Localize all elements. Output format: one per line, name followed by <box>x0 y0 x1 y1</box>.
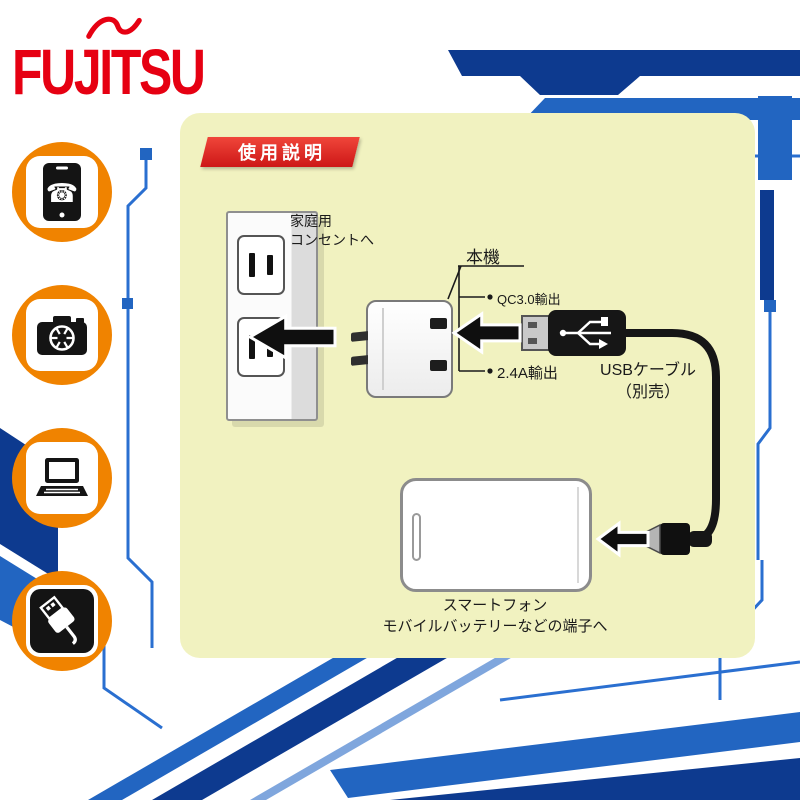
outlet-socket <box>237 235 285 295</box>
laptop-icon <box>36 458 88 496</box>
charger-usb-port <box>430 360 447 371</box>
usage-banner-text: 使用説明 <box>238 143 326 163</box>
phone-button <box>412 513 421 561</box>
camera-icon <box>37 316 87 355</box>
micro-usb-connector <box>643 523 712 555</box>
usage-banner: 使用説明 <box>200 137 360 167</box>
arrow-into-charger <box>454 314 520 352</box>
outlet-slot <box>249 253 255 277</box>
fujitsu-logo-text: FUJITSU <box>12 36 206 108</box>
arrow-into-phone <box>598 523 648 554</box>
a24-bullet <box>487 368 493 374</box>
instruction-panel: 使用説明 家庭用 コンセントへ 本機 <box>180 113 755 658</box>
smartphone-drawing <box>400 478 592 592</box>
usb-plug-icon <box>30 589 94 653</box>
svg-text:☎: ☎ <box>46 179 78 209</box>
charger-drawing <box>351 300 453 398</box>
outlet-slot <box>267 337 273 357</box>
phone-caption-2: モバイルバッテリーなどの端子へ <box>382 618 608 635</box>
usb-cable-label: USBケーブル （別売） <box>600 362 696 402</box>
charger-prong <box>351 355 368 366</box>
feature-icon-column: ☎ <box>12 142 112 671</box>
qc-bullet <box>487 294 493 300</box>
smartphone-badge: ☎ <box>12 142 112 242</box>
laptop-badge <box>12 428 112 528</box>
a24-output-label: 2.4A輸出 <box>497 365 558 382</box>
outlet-slot <box>267 255 273 275</box>
charger-seam <box>382 308 384 390</box>
charger-prong <box>351 331 368 342</box>
outlet-slot <box>249 335 255 359</box>
camera-badge <box>12 285 112 385</box>
usb-trident-icon <box>566 320 611 346</box>
smartphone-icon: ☎ <box>43 163 81 221</box>
usb-badge <box>12 571 112 671</box>
outlet-socket <box>237 317 285 377</box>
phone-screen-edge <box>577 487 579 583</box>
outlet-label: 家庭用 コンセントへ <box>290 213 374 248</box>
fujitsu-logo-swoosh-icon <box>86 16 142 39</box>
charger-usb-port <box>430 318 447 329</box>
device-label: 本機 <box>466 248 500 267</box>
leader-lines <box>447 265 524 372</box>
qc-output-label: QC3.0輸出 <box>497 292 561 307</box>
fujitsu-logo: FUJITSU <box>12 14 258 104</box>
usb-a-connector <box>521 310 626 356</box>
phone-caption-1: スマートフォン <box>442 597 548 614</box>
